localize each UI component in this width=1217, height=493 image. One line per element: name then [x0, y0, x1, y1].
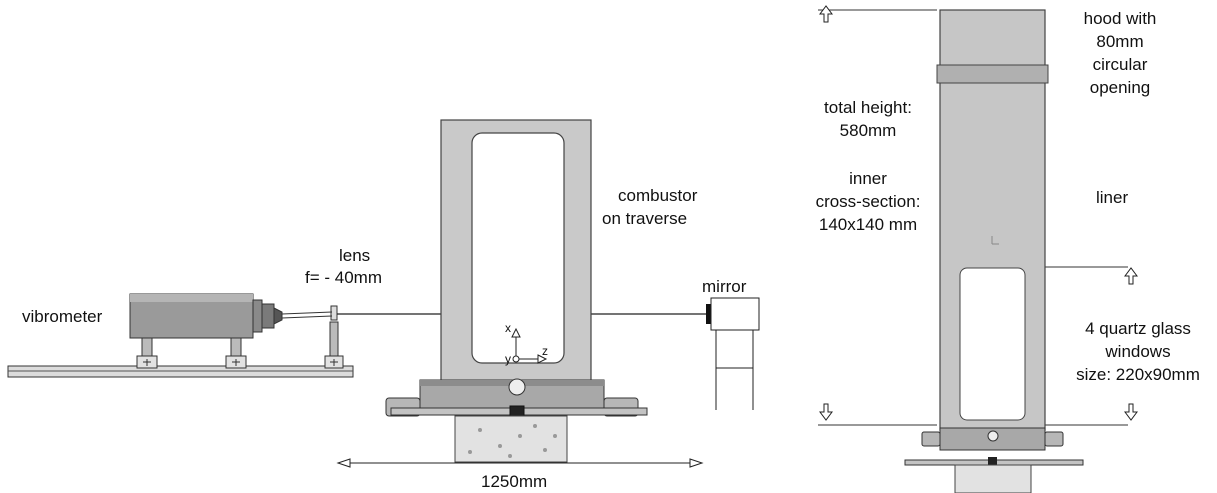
- arrow-up-icon: [819, 5, 833, 23]
- window-arrow-up-icon: [1124, 267, 1138, 285]
- optical-rail: [7, 365, 354, 378]
- mirror-label: mirror: [702, 277, 747, 296]
- liner-label: liner: [1096, 188, 1129, 207]
- arrow-down-icon: [819, 403, 833, 421]
- windows-label-2: windows: [1105, 342, 1171, 361]
- windows-label-3: size: 220x90mm: [1076, 365, 1200, 384]
- traverse: [454, 415, 568, 463]
- distance-arrow: [336, 458, 704, 468]
- vibrometer-body: [129, 293, 283, 339]
- axis-z-label: z: [542, 344, 548, 358]
- hood-label-3: circular: [1092, 55, 1148, 74]
- lens-label: lens: [339, 246, 371, 265]
- side-base-plate: [904, 427, 1084, 493]
- total-height-value: 580mm: [839, 121, 897, 140]
- total-height-label: total height:: [824, 98, 912, 117]
- distance-label: 1250mm: [481, 472, 548, 491]
- lens-focal-label: f= - 40mm: [305, 268, 382, 287]
- inner-label-1: inner: [849, 169, 887, 188]
- windows-label-1: 4 quartz glass: [1085, 319, 1191, 338]
- combustor-traverse-label: on traverse: [602, 209, 688, 228]
- lens-holder: [324, 305, 344, 369]
- hood-label-2: 80mm: [1096, 32, 1144, 51]
- axis-x-label: x: [505, 321, 511, 335]
- combustor-base-plate: [385, 378, 648, 419]
- hood-label-4: opening: [1089, 78, 1151, 97]
- hood-label-1: hood with: [1083, 9, 1157, 28]
- mirror: [706, 297, 760, 410]
- window-arrow-down-icon: [1124, 403, 1138, 421]
- height-reference-lines: [818, 9, 1128, 426]
- axis-y-label: y: [505, 352, 511, 366]
- inner-label-2: cross-section:: [815, 192, 921, 211]
- inner-label-3: 140x140 mm: [818, 215, 918, 234]
- quartz-window: [959, 267, 1026, 421]
- combustor-label: combustor: [618, 186, 698, 205]
- vibrometer-label: vibrometer: [22, 307, 103, 326]
- coordinate-axes: [511, 327, 548, 364]
